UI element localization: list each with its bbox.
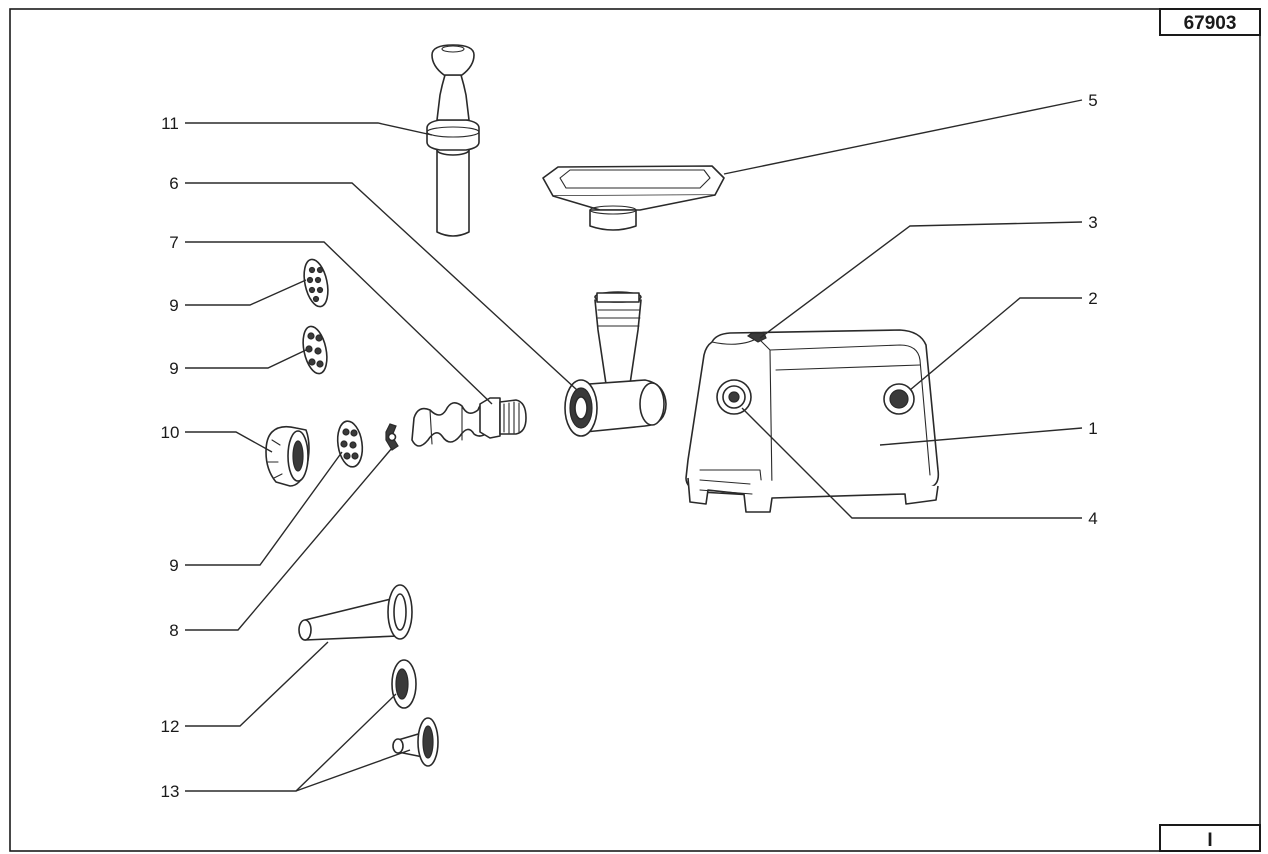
- leader-line-13b: [295, 749, 411, 792]
- leader-line-5: [723, 99, 1083, 175]
- blade-part: [385, 423, 399, 451]
- leader-line-8: [185, 447, 393, 631]
- callout-7: 7: [169, 233, 178, 252]
- callout-9-middle: 9: [169, 359, 178, 378]
- callout-10: 10: [161, 423, 180, 442]
- callout-4: 4: [1088, 509, 1097, 528]
- callout-1: 1: [1088, 419, 1097, 438]
- plate-part-lower: [336, 420, 364, 468]
- leader-line-2: [909, 297, 1082, 391]
- callout-6: 6: [169, 174, 178, 193]
- leader-line-9a: [185, 279, 307, 306]
- leader-line-9c: [185, 451, 343, 566]
- leader-line-12: [185, 641, 329, 727]
- ring-nut-part: [265, 425, 310, 487]
- callout-2: 2: [1088, 289, 1097, 308]
- plate-part-upper: [303, 258, 329, 308]
- callout-9-upper: 9: [169, 296, 178, 315]
- callout-9-lower: 9: [169, 556, 178, 575]
- callout-13: 13: [161, 782, 180, 801]
- model-code-box: [1159, 8, 1261, 36]
- drawing-frame: [9, 8, 1261, 852]
- sausage-tube-part: [298, 584, 413, 641]
- model-code: 67903: [1184, 13, 1237, 34]
- leader-line-13a: [185, 693, 397, 792]
- callout-12: 12: [161, 717, 180, 736]
- callout-3: 3: [1088, 213, 1097, 232]
- grinder-head-part: [564, 291, 667, 437]
- leader-line-10: [185, 431, 273, 453]
- callout-5: 5: [1088, 91, 1097, 110]
- leader-line-3: [759, 221, 1083, 339]
- callout-11: 11: [161, 114, 179, 133]
- kibbe-attachment-part: [391, 659, 439, 767]
- leader-line-6: [185, 182, 578, 391]
- motor-housing-part: [685, 329, 940, 513]
- leader-line-11: [185, 122, 433, 136]
- leader-line-4: [741, 407, 1082, 519]
- leader-line-9b: [185, 349, 307, 369]
- leader-line-7: [185, 241, 493, 405]
- sheet-label-box: [1159, 824, 1261, 852]
- pusher-part: [426, 44, 480, 237]
- sheet-label: I: [1207, 830, 1212, 851]
- plate-part-middle: [302, 325, 328, 375]
- leader-line-1: [879, 427, 1083, 446]
- callout-8: 8: [169, 621, 178, 640]
- auger-part: [411, 397, 527, 447]
- tray-part: [542, 165, 725, 231]
